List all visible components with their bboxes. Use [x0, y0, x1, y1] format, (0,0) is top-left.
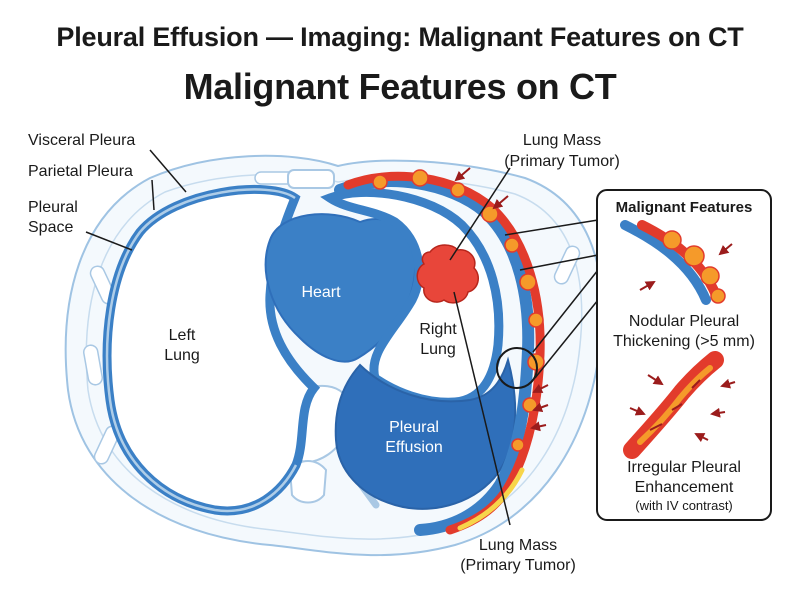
ribs	[82, 171, 581, 465]
thickening-arrows	[454, 167, 549, 432]
lung-mass	[416, 244, 479, 304]
label-effusion-2: Effusion	[385, 439, 443, 456]
feature2-line2: Enhancement	[635, 479, 734, 496]
label-mass-bottom-2: (Primary Tumor)	[460, 557, 576, 574]
inset-panel: Malignant Features Nodular Pleural Thick…	[596, 189, 772, 521]
yellow-rim	[457, 467, 525, 531]
page-subtitle: Malignant Features on CT	[183, 66, 617, 107]
feature1-line1: Nodular Pleural	[629, 313, 739, 330]
page-title: Pleural Effusion — Imaging: Malignant Fe…	[56, 22, 744, 52]
label-heart: Heart	[301, 284, 341, 301]
label-parietal-pleura: Parietal Pleura	[28, 163, 133, 180]
feature2-line1: Irregular Pleural	[627, 459, 741, 476]
feature1-line2: Thickening (>5 mm)	[613, 333, 755, 350]
label-pleural-space-1: Pleural	[28, 199, 78, 216]
inset-title: Malignant Features	[616, 199, 753, 216]
zoom-circle	[496, 347, 538, 389]
label-left-lung-2: Lung	[164, 347, 200, 364]
feature2-line3: (with IV contrast)	[635, 498, 733, 513]
pleural-effusion	[334, 356, 517, 510]
right-pleura-band	[334, 175, 535, 536]
nodular-thickening-illustration	[620, 220, 733, 305]
label-mass-top-2: (Primary Tumor)	[504, 153, 620, 170]
label-right-lung-2: Lung	[420, 341, 456, 358]
label-mass-bottom-1: Lung Mass	[479, 537, 557, 554]
label-mass-top-1: Lung Mass	[523, 132, 601, 149]
label-visceral-pleura: Visceral Pleura	[28, 132, 135, 149]
label-pleural-space-2: Space	[28, 219, 73, 236]
label-right-lung-1: Right	[419, 321, 457, 338]
label-effusion-1: Pleural	[389, 419, 439, 436]
leader-lines	[85, 149, 599, 526]
irregular-enhancement-illustration	[623, 351, 736, 459]
sternum	[287, 169, 335, 189]
left-lung-visceral-line	[105, 188, 298, 513]
label-left-lung-1: Left	[169, 327, 196, 344]
